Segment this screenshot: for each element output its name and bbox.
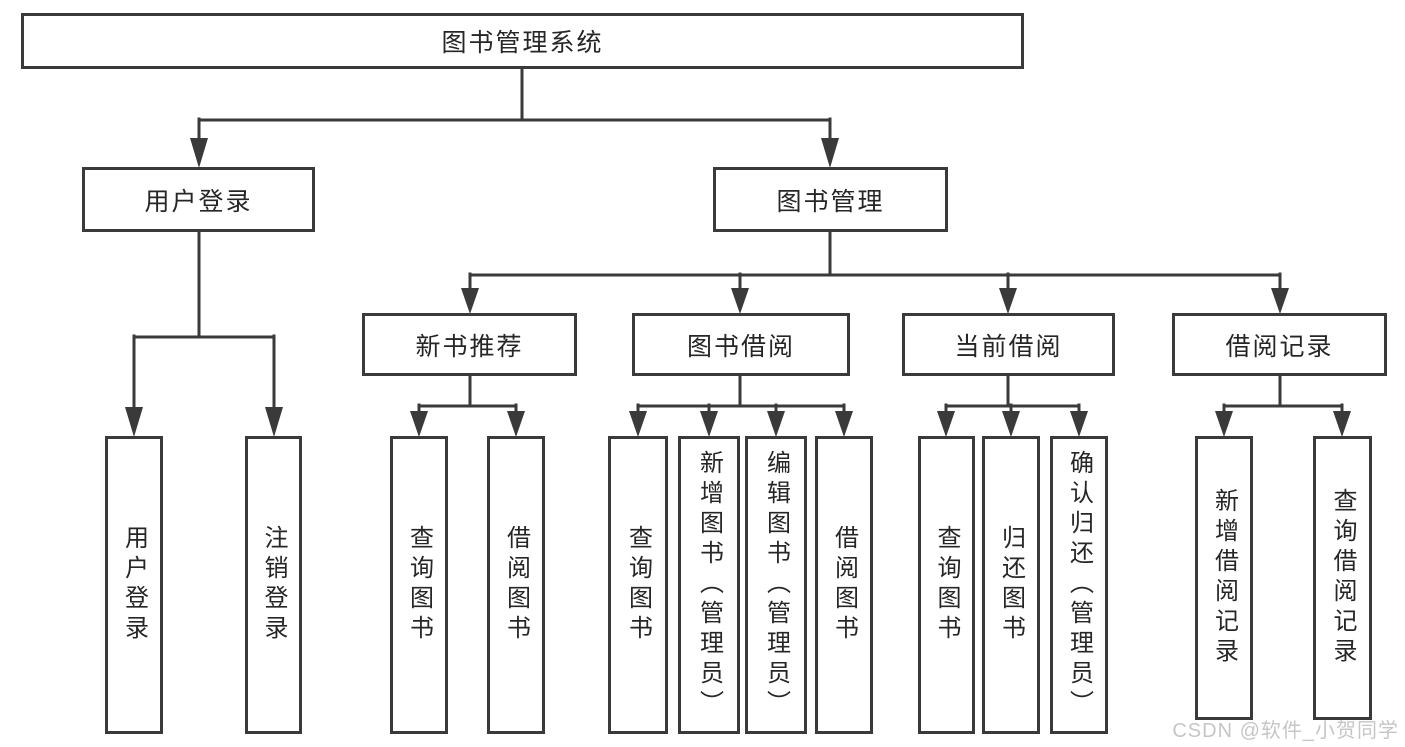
leaf-edit-books-admin: 编辑图书（管理员） — [745, 436, 807, 734]
leaf-return-books: 归还图书 — [982, 436, 1040, 734]
node-new-book-recommendation: 新书推荐 — [362, 313, 577, 376]
node-library-management-system: 图书管理系统 — [21, 13, 1024, 69]
watermark: CSDN @软件_小贺同学 — [1172, 720, 1399, 742]
leaf-confirm-return-admin: 确认归还（管理员） — [1050, 436, 1108, 734]
arrowheads — [125, 138, 1351, 437]
leaf-query-borrow-record: 查询借阅记录 — [1313, 436, 1372, 720]
leaf-borrow-books-recommend: 借阅图书 — [487, 436, 545, 734]
leaf-logout-login: 注销登录 — [245, 436, 302, 734]
node-current-borrowing: 当前借阅 — [902, 313, 1115, 376]
leaf-query-books-recommend: 查询图书 — [390, 436, 448, 734]
leaf-query-books-current: 查询图书 — [918, 436, 975, 734]
node-borrowing-records: 借阅记录 — [1172, 313, 1387, 376]
node-book-borrowing: 图书借阅 — [632, 313, 850, 376]
leaf-query-books-borrowing: 查询图书 — [608, 436, 668, 734]
leaf-borrow-books-borrowing: 借阅图书 — [815, 436, 873, 734]
leaf-add-borrow-record: 新增借阅记录 — [1195, 436, 1253, 720]
node-user-login: 用户登录 — [82, 167, 315, 232]
node-book-management: 图书管理 — [713, 167, 948, 232]
leaf-user-login: 用户登录 — [105, 436, 163, 734]
leaf-add-books-admin: 新增图书（管理员） — [678, 436, 740, 734]
